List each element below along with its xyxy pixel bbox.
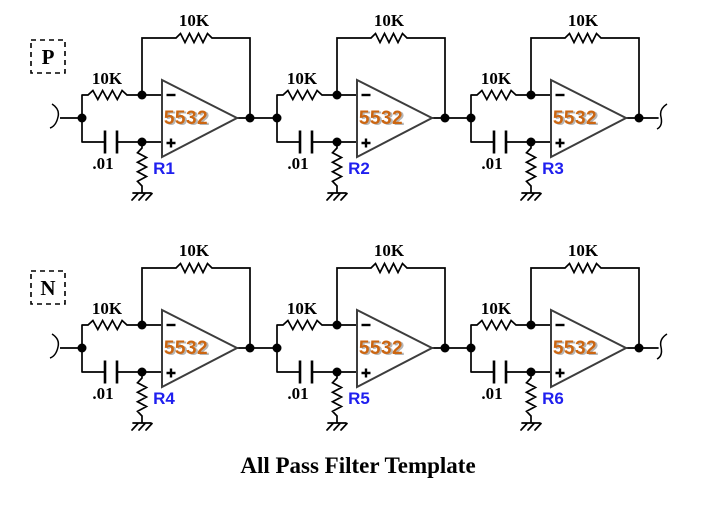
input-resistor-value: 10K	[481, 69, 512, 88]
input-resistor-value: 10K	[92, 69, 123, 88]
pot-label: R4	[153, 389, 175, 408]
input-resistor-value: 10K	[481, 299, 512, 318]
output-continuation-icon	[656, 333, 668, 360]
opamp-label-glow: 5532	[555, 109, 599, 130]
pot-label: R6	[542, 389, 564, 408]
junction-node	[526, 90, 536, 100]
junction-node	[526, 367, 536, 377]
junction-node	[137, 90, 147, 100]
opamp-label: 5532	[553, 108, 597, 129]
filter-row-P: P10K10K.0155325532R110K10K.0155325532R21…	[30, 11, 668, 201]
opamp-triangle-icon	[161, 78, 240, 159]
noninverting-input-icon	[555, 368, 565, 378]
noninverting-input-icon	[166, 368, 176, 378]
junction-node	[466, 113, 476, 123]
feedback-resistor-value: 10K	[568, 11, 599, 30]
junction-node	[332, 320, 342, 330]
diagram-title: All Pass Filter Template	[240, 453, 475, 478]
input-resistor-value: 10K	[287, 69, 318, 88]
opamp-triangle-icon	[550, 78, 629, 159]
opamp-label-glow: 5532	[166, 339, 210, 360]
capacitor-icon	[103, 130, 119, 154]
feedback-resistor-value: 10K	[179, 241, 210, 260]
opamp-label-glow: 5532	[361, 109, 405, 130]
noninverting-input-icon	[361, 138, 371, 148]
junction-node	[332, 137, 342, 147]
opamp-label: 5532	[164, 108, 208, 129]
opamp-label: 5532	[164, 338, 208, 359]
noninverting-input-icon	[361, 368, 371, 378]
feedback-resistor-value: 10K	[374, 241, 405, 260]
opamp-label-glow: 5532	[166, 109, 210, 130]
group-label: P	[42, 45, 55, 69]
capacitor-value: .01	[92, 384, 113, 403]
junction-node	[77, 113, 87, 123]
junction-node	[440, 343, 450, 353]
schematic-root: P10K10K.0155325532R110K10K.0155325532R21…	[30, 11, 668, 431]
group-label: N	[40, 276, 55, 300]
capacitor-icon	[103, 360, 119, 384]
opamp-triangle-icon	[356, 308, 435, 389]
junction-node	[245, 343, 255, 353]
junction-node	[526, 137, 536, 147]
junction-node	[77, 343, 87, 353]
junction-node	[332, 367, 342, 377]
opamp-label-glow: 5532	[361, 339, 405, 360]
junction-node	[272, 113, 282, 123]
junction-node	[634, 113, 644, 123]
noninverting-input-icon	[166, 138, 176, 148]
input-resistor-value: 10K	[287, 299, 318, 318]
junction-node	[526, 320, 536, 330]
opamp-label-glow: 5532	[555, 339, 599, 360]
pot-label: R5	[348, 389, 370, 408]
junction-node	[332, 90, 342, 100]
junction-node	[272, 343, 282, 353]
capacitor-value: .01	[287, 154, 308, 173]
opamp-triangle-icon	[356, 78, 435, 159]
group-label-box	[30, 270, 66, 305]
opamp-label: 5532	[359, 338, 403, 359]
input-continuation-icon	[49, 333, 60, 359]
opamp-triangle-icon	[161, 308, 240, 389]
noninverting-input-icon	[555, 138, 565, 148]
opamp-triangle-icon	[550, 308, 629, 389]
pot-label: R1	[153, 159, 175, 178]
input-continuation-icon	[49, 103, 60, 129]
opamp-label: 5532	[553, 338, 597, 359]
input-resistor-value: 10K	[92, 299, 123, 318]
capacitor-value: .01	[481, 154, 502, 173]
junction-node	[245, 113, 255, 123]
junction-node	[137, 320, 147, 330]
junction-node	[137, 137, 147, 147]
capacitor-value: .01	[481, 384, 502, 403]
capacitor-icon	[298, 130, 314, 154]
output-continuation-icon	[656, 103, 668, 130]
pot-label: R2	[348, 159, 370, 178]
group-label-box	[30, 39, 66, 74]
junction-node	[466, 343, 476, 353]
junction-node	[137, 367, 147, 377]
feedback-resistor-value: 10K	[179, 11, 210, 30]
opamp-label: 5532	[359, 108, 403, 129]
capacitor-value: .01	[92, 154, 113, 173]
capacitor-icon	[298, 360, 314, 384]
pot-label: R3	[542, 159, 564, 178]
capacitor-icon	[492, 130, 508, 154]
junction-node	[634, 343, 644, 353]
capacitor-value: .01	[287, 384, 308, 403]
capacitor-icon	[492, 360, 508, 384]
feedback-resistor-value: 10K	[374, 11, 405, 30]
junction-node	[440, 113, 450, 123]
feedback-resistor-value: 10K	[568, 241, 599, 260]
filter-row-N: N10K10K.0155325532R410K10K.0155325532R51…	[30, 241, 668, 431]
